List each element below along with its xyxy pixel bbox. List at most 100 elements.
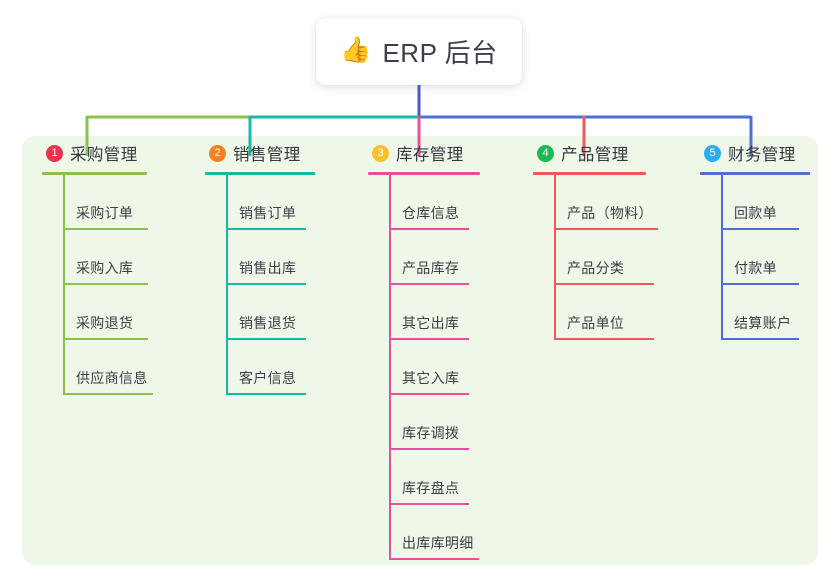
list-item-label: 采购订单 — [76, 205, 134, 221]
list-item-label: 产品单位 — [567, 315, 625, 331]
column-number-badge: 3 — [372, 144, 389, 162]
list-item[interactable]: 仓库信息 — [368, 175, 480, 230]
column-item-list: 仓库信息产品库存其它出库其它入库库存调拨库存盘点出库库明细 — [368, 175, 480, 560]
list-item-label: 库存盘点 — [402, 480, 460, 496]
list-item-underline — [226, 338, 306, 340]
column-header-rule — [42, 172, 147, 175]
column-header-rule — [700, 172, 810, 175]
column-title: 库存管理 — [396, 146, 464, 164]
content-panel — [22, 136, 818, 565]
column-spine — [389, 175, 391, 560]
list-item-label: 出库库明细 — [402, 535, 474, 551]
list-item[interactable]: 其它出库 — [368, 285, 480, 340]
column-spine — [63, 175, 65, 395]
list-item-underline — [389, 283, 469, 285]
list-item[interactable]: 回款单 — [700, 175, 810, 230]
list-item[interactable]: 采购退货 — [42, 285, 149, 340]
list-item[interactable]: 产品（物料） — [533, 175, 658, 230]
column-number-badge: 4 — [537, 144, 554, 162]
list-item-underline — [226, 283, 306, 285]
column-spine — [226, 175, 228, 395]
column-库存管理: 3 库存管理仓库信息产品库存其它出库其它入库库存调拨库存盘点出库库明细 — [368, 136, 480, 560]
list-item[interactable]: 客户信息 — [205, 340, 315, 395]
list-item-label: 结算账户 — [734, 315, 792, 331]
list-item-label: 仓库信息 — [402, 205, 460, 221]
column-item-list: 产品（物料） 产品分类产品单位 — [533, 175, 658, 340]
list-item-underline — [226, 228, 306, 230]
column-采购管理: 1 采购管理采购订单采购入库采购退货供应商信息 — [42, 136, 153, 395]
list-item-label: 产品（物料） — [567, 205, 653, 221]
column-title: 产品管理 — [561, 146, 629, 164]
list-item-underline — [63, 393, 153, 395]
list-item-underline — [389, 393, 469, 395]
list-item-underline — [554, 338, 654, 340]
list-item-label: 销售出库 — [239, 260, 297, 276]
column-header-rule — [205, 172, 315, 175]
root-node-erp-backend[interactable]: 👍 ERP 后台 — [316, 18, 522, 85]
list-item[interactable]: 库存盘点 — [368, 450, 480, 505]
list-item-underline — [63, 283, 148, 285]
list-item-label: 客户信息 — [239, 370, 297, 386]
column-header-rule — [533, 172, 646, 175]
list-item-label: 回款单 — [734, 205, 777, 221]
column-header-5[interactable]: 5 财务管理 — [700, 136, 810, 170]
column-title: 财务管理 — [728, 146, 796, 164]
column-item-list: 销售订单销售出库销售退货客户信息 — [205, 175, 315, 395]
list-item[interactable]: 结算账户 — [700, 285, 810, 340]
list-item-underline — [389, 503, 469, 505]
list-item-label: 采购退货 — [76, 315, 134, 331]
root-node-title: ERP 后台 — [382, 38, 498, 68]
list-item-label: 销售订单 — [239, 205, 297, 221]
list-item-label: 其它出库 — [402, 315, 460, 331]
column-title: 采购管理 — [70, 146, 138, 164]
list-item-underline — [721, 228, 799, 230]
column-item-list: 回款单付款单结算账户 — [700, 175, 810, 340]
list-item-underline — [63, 228, 148, 230]
list-item[interactable]: 采购订单 — [42, 175, 149, 230]
list-item-underline — [389, 558, 479, 560]
list-item[interactable]: 销售退货 — [205, 285, 315, 340]
column-header-rule — [368, 172, 480, 175]
list-item[interactable]: 出库库明细 — [368, 505, 480, 560]
column-header-3[interactable]: 3 库存管理 — [368, 136, 478, 170]
list-item-label: 采购入库 — [76, 260, 134, 276]
list-item[interactable]: 产品单位 — [533, 285, 654, 340]
thumbs-up-icon: 👍 — [340, 36, 372, 64]
list-item-label: 其它入库 — [402, 370, 460, 386]
list-item-label: 库存调拨 — [402, 425, 460, 441]
column-title: 销售管理 — [233, 146, 301, 164]
column-header-4[interactable]: 4 产品管理 — [533, 136, 645, 170]
list-item[interactable]: 销售出库 — [205, 230, 315, 285]
list-item[interactable]: 其它入库 — [368, 340, 480, 395]
list-item-underline — [389, 228, 469, 230]
list-item[interactable]: 采购入库 — [42, 230, 149, 285]
column-number-badge: 5 — [704, 144, 721, 162]
list-item[interactable]: 库存调拨 — [368, 395, 480, 450]
list-item-label: 付款单 — [734, 260, 777, 276]
list-item-underline — [721, 338, 799, 340]
list-item-underline — [554, 283, 654, 285]
column-number-badge: 1 — [46, 144, 63, 162]
list-item[interactable]: 付款单 — [700, 230, 810, 285]
list-item[interactable]: 产品分类 — [533, 230, 654, 285]
list-item-underline — [721, 283, 799, 285]
list-item-underline — [389, 448, 469, 450]
list-item[interactable]: 产品库存 — [368, 230, 480, 285]
list-item[interactable]: 销售订单 — [205, 175, 315, 230]
list-item-label: 供应商信息 — [76, 370, 148, 386]
column-header-1[interactable]: 1 采购管理 — [42, 136, 149, 170]
column-产品管理: 4 产品管理产品（物料） 产品分类产品单位 — [533, 136, 658, 340]
list-item-underline — [389, 338, 469, 340]
list-item-underline — [554, 228, 658, 230]
column-item-list: 采购订单采购入库采购退货供应商信息 — [42, 175, 153, 395]
list-item-underline — [63, 338, 148, 340]
list-item-label: 销售退货 — [239, 315, 297, 331]
list-item-label: 产品分类 — [567, 260, 625, 276]
list-item-label: 产品库存 — [402, 260, 460, 276]
column-spine — [554, 175, 556, 340]
list-item[interactable]: 供应商信息 — [42, 340, 153, 395]
